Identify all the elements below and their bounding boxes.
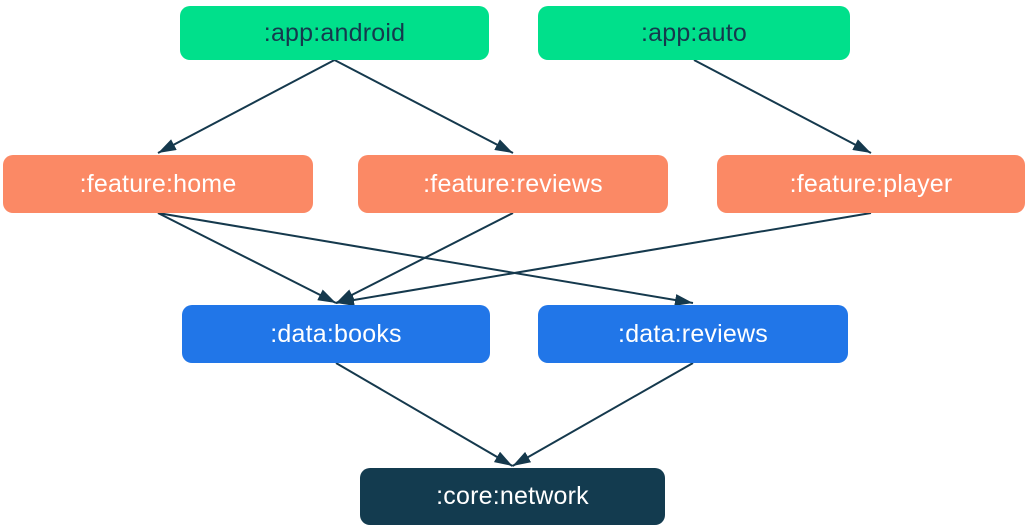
node-app-android: :app:android xyxy=(180,6,489,60)
node-label: :feature:player xyxy=(789,169,953,198)
node-label: :app:android xyxy=(263,18,406,47)
node-label: :app:auto xyxy=(640,18,748,47)
node-label: :core:network xyxy=(436,482,589,510)
node-feature-home: :feature:home xyxy=(3,155,313,213)
edge-feature-home-to-data-books xyxy=(157,212,337,304)
node-label: :feature:reviews xyxy=(423,169,603,198)
node-data-reviews: :data:reviews xyxy=(538,305,848,363)
edge-app-android-to-feature-home xyxy=(157,59,335,154)
node-feature-reviews: :feature:reviews xyxy=(358,155,668,213)
node-core-network: :core:network xyxy=(360,468,665,525)
node-label: :feature:home xyxy=(79,169,237,198)
edge-feature-player-to-data-books xyxy=(335,212,872,306)
edge-data-books-to-core-network xyxy=(335,362,514,467)
node-label: :data:books xyxy=(270,319,402,348)
node-app-auto: :app:auto xyxy=(538,6,850,60)
edge-app-auto-to-feature-player xyxy=(693,59,872,154)
edge-feature-reviews-to-data-books xyxy=(335,212,514,304)
node-feature-player: :feature:player xyxy=(717,155,1025,213)
node-data-books: :data:books xyxy=(182,305,490,363)
edge-data-reviews-to-core-network xyxy=(512,362,694,467)
edge-feature-home-to-data-reviews xyxy=(157,212,694,306)
node-label: :data:reviews xyxy=(618,319,768,348)
edge-app-android-to-feature-reviews xyxy=(334,59,514,154)
